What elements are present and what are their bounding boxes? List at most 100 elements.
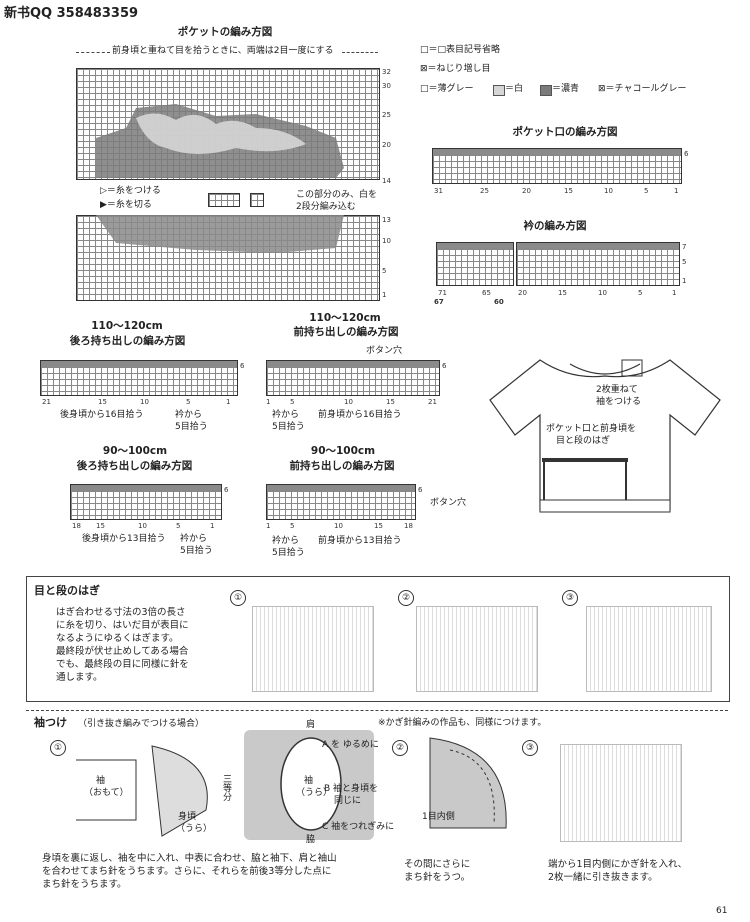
seam-step-1: ① [230, 590, 246, 606]
front90-pick2: 前身頃から13目拾う [318, 536, 402, 546]
front110-row: 6 [442, 362, 447, 370]
collar-n65: 65 [482, 289, 491, 297]
seam-body-line: はぎ合わせる寸法の3倍の長さ [56, 607, 186, 618]
sweater-note1a: 2枚重ねて [596, 385, 638, 395]
seam-step-3: ③ [562, 590, 578, 606]
back90-n5: 5 [176, 522, 181, 530]
front90-n5: 5 [290, 522, 295, 530]
back90-pick2b: 5目拾う [180, 546, 213, 556]
seam-step-2: ② [398, 590, 414, 606]
front90-n15: 15 [374, 522, 383, 530]
sleeve-desc1-line: を合わせてまち針をうちます。さらに、それらを前後3等分した点に [42, 866, 332, 877]
po-n1: 1 [674, 187, 679, 195]
collar-n67: 67 [434, 298, 444, 306]
legend-dark-blue-swatch [540, 85, 552, 96]
sleeve-desc1-line: まち針をうちます。 [42, 879, 127, 890]
front90-title: 前持ち出しの編み方図 [289, 460, 395, 472]
sleeve-step-2: ② [392, 740, 408, 756]
front90-chart [266, 484, 416, 520]
sleeve-desc3: 端から1目内側にかぎ針を入れ、 2枚一緒に引き抜きます。 [548, 858, 687, 884]
back110-title: 後ろ持ち出しの編み方図 [69, 335, 186, 347]
back90-title: 後ろ持ち出しの編み方図 [76, 460, 193, 472]
pocket-opening-row: 6 [684, 150, 689, 158]
oval-illustration [280, 737, 342, 831]
body-sub: （うら） [176, 824, 213, 834]
back90-chart [70, 484, 222, 520]
po-n15: 15 [564, 187, 573, 195]
po-n31: 31 [434, 187, 443, 195]
pocket-note-2: 2段分編み込む [296, 202, 356, 212]
front110-n10: 10 [344, 398, 353, 406]
collar-n71: 71 [438, 289, 447, 297]
pocket-top-note: 前身頃と重ねて目を拾うときに、両端は2目一度にする [112, 46, 334, 56]
seam-body-line: 最終段が伏せ止めしてある場合 [56, 646, 189, 657]
back90-pick1: 後身頃から13目拾う [82, 534, 166, 544]
legend-plain-stitch: □＝□表目記号省略 [420, 45, 501, 55]
oval-top: 肩 [306, 720, 316, 730]
back110-n5: 5 [186, 398, 191, 406]
pocket-row-13: 13 [382, 216, 391, 224]
po-n20: 20 [522, 187, 531, 195]
pocket-attach: ▷＝糸をつける [100, 186, 161, 196]
collar-title: 衿の編み方図 [523, 220, 587, 232]
page-number: 61 [716, 906, 728, 916]
sweater-illustration [489, 359, 721, 513]
pocket-row-10: 10 [382, 237, 391, 245]
front90-size: 90〜100cm [310, 445, 376, 457]
oval-b: B 袖と身頃を [324, 784, 379, 794]
body-label: 身頃 [178, 812, 197, 822]
back110-n21: 21 [42, 398, 51, 406]
back90-row: 6 [224, 486, 229, 494]
front110-buttonhole: ボタン穴 [366, 346, 403, 356]
seam-body-line: に糸を切り、はいだ目が表目に [56, 620, 189, 631]
back110-n15: 15 [98, 398, 107, 406]
front110-pick2: 前身頃から16目拾う [318, 410, 402, 420]
front110-n21: 21 [428, 398, 437, 406]
pocket-opening-chart [432, 148, 682, 184]
seam-section-box [26, 576, 730, 702]
pocket-row-5: 5 [382, 267, 387, 275]
back90-n18: 18 [72, 522, 81, 530]
sleeve-illustration-1 [76, 745, 208, 837]
collar-n15: 15 [558, 289, 567, 297]
sleeve-desc1: 身頃を裏に返し、袖を中に入れ、中表に合わせ、脇と袖下、肩と袖山 を合わせてまち針… [42, 852, 337, 891]
seam-body-line: 通します。 [56, 672, 103, 683]
sleeve-title: 袖つけ [34, 716, 67, 729]
pocket-mini-chart [208, 193, 240, 207]
oval-a: A を ゆるめに [322, 740, 379, 750]
pocket-cut: ▶＝糸を切る [100, 200, 152, 210]
sweater-note2a: ポケット口と前身頃を [546, 424, 637, 434]
pocket-title: ポケットの編み方図 [177, 26, 273, 38]
sleeve-step-3: ③ [522, 740, 538, 756]
thirds-label: 三等分 [221, 774, 231, 801]
back90-n1: 1 [210, 522, 215, 530]
front110-n5: 5 [290, 398, 295, 406]
back110-size: 110〜120cm [91, 320, 163, 332]
sleeve-sub: （おもて） [84, 788, 129, 798]
back110-chart [40, 360, 238, 396]
collar-n20: 20 [518, 289, 527, 297]
sleeve-label: 袖 [96, 776, 106, 786]
legend-twist-increase: ⊠＝ねじり増し目 [420, 64, 491, 74]
seam-body: はぎ合わせる寸法の3倍の長さ に糸を切り、はいだ目が表目に なるようにゆるくはぎ… [56, 606, 189, 684]
collar-row-7: 7 [682, 243, 687, 251]
front90-pick1b: 5目拾う [272, 548, 305, 558]
collar-n10: 10 [598, 289, 607, 297]
sleeve-subtitle: （引き抜き編みでつける場合） [78, 719, 205, 729]
legend-light-gray: □＝薄グレー [420, 84, 474, 94]
collar-chart-left [436, 242, 514, 286]
sleeve-desc3-line: 端から1目内側にかぎ針を入れ、 [548, 859, 688, 870]
back110-row: 6 [240, 362, 245, 370]
sleeve-desc1-line: 身頃を裏に返し、袖を中に入れ、中表に合わせ、脇と袖下、肩と袖山 [42, 853, 337, 864]
seam-body-line: でも、最終段の目に同様に針を [56, 659, 189, 670]
legend-white-swatch [493, 85, 505, 96]
front90-pick1a: 衿から [272, 536, 300, 546]
inner-label: 1目内側 [422, 812, 455, 822]
sleeve-note: ※かぎ針編みの作品も、同様につけます。 [378, 718, 547, 728]
sleeve-desc2: その間にさらに まち針をうつ。 [404, 858, 470, 884]
pocket-mini-chart-2 [250, 193, 264, 207]
sleeve-step-1: ① [50, 740, 66, 756]
sleeve-desc2-line: その間にさらに [404, 859, 471, 870]
front90-n18: 18 [404, 522, 413, 530]
pocket-row-20: 20 [382, 141, 391, 149]
